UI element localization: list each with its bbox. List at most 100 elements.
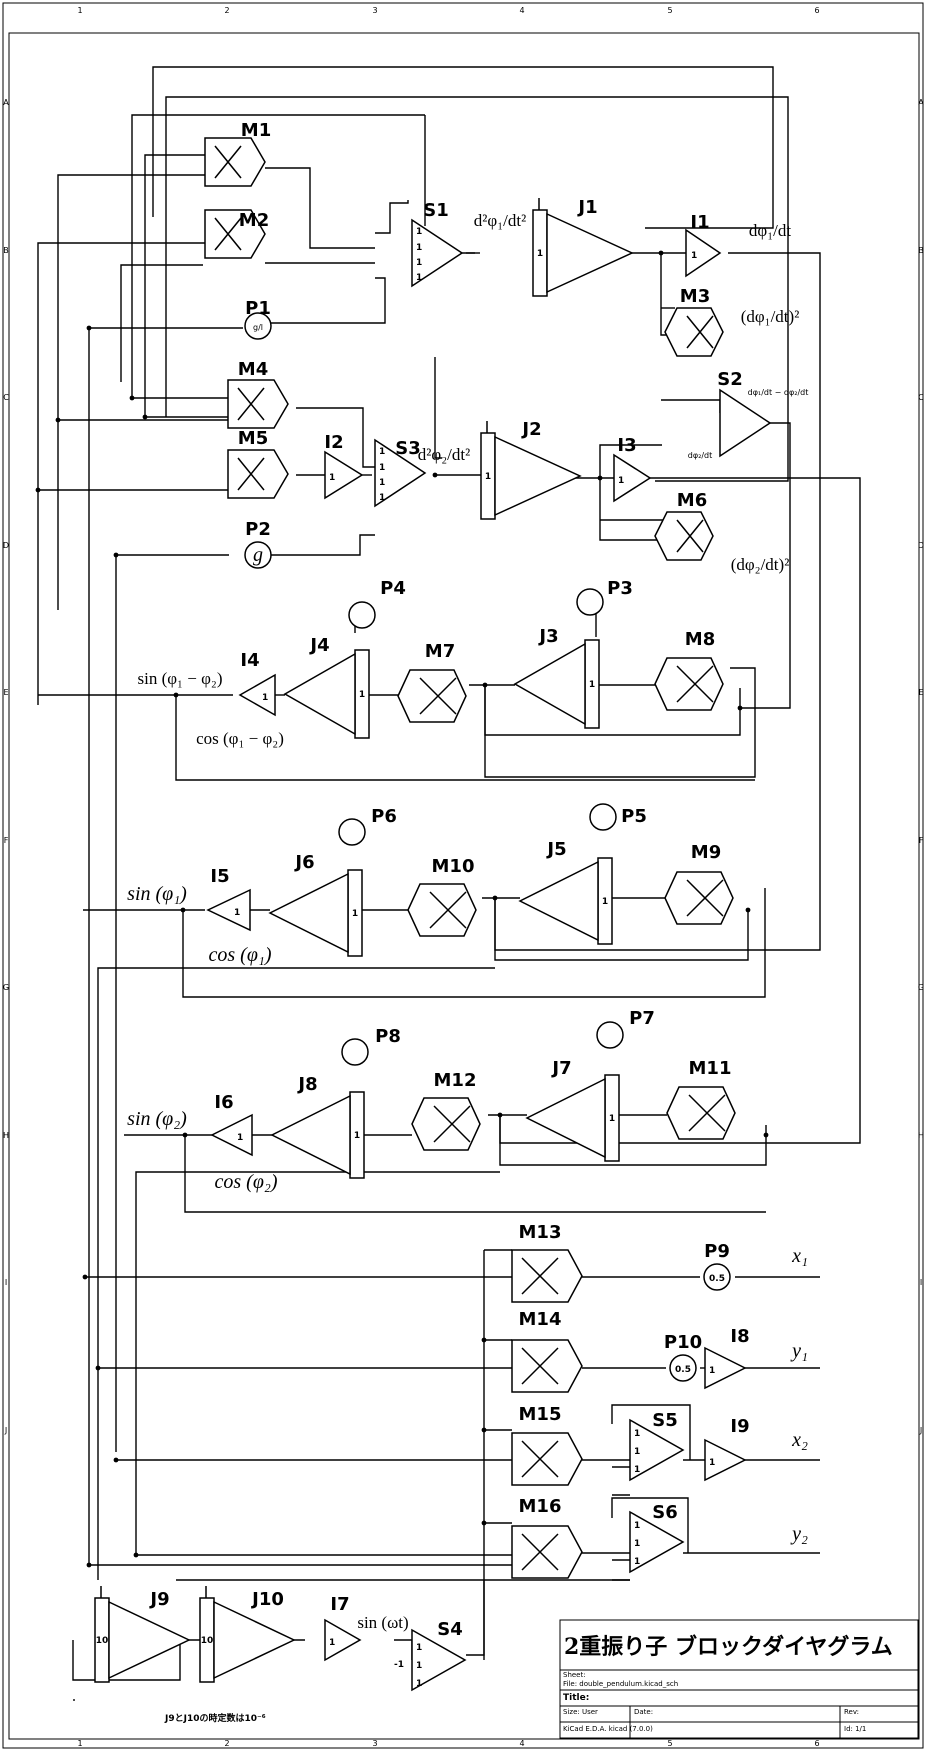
P1-value: g/l xyxy=(253,323,263,332)
frame-row-label: B xyxy=(3,246,9,255)
junction-dot xyxy=(82,1274,88,1280)
junction-dot xyxy=(55,417,61,423)
summer-body xyxy=(411,1628,467,1692)
junction-dot xyxy=(497,1112,503,1118)
wire xyxy=(182,888,766,998)
multiplier-M3 xyxy=(664,307,724,357)
multiplier-body xyxy=(654,657,724,711)
inverter-body xyxy=(613,453,652,503)
multiplier-M5 xyxy=(227,449,289,499)
multiplier-body xyxy=(227,449,289,499)
label-J8: J8 xyxy=(296,1074,317,1095)
junction-dot xyxy=(86,325,92,331)
multiplier-M9 xyxy=(664,871,734,925)
summer-pin: 1 xyxy=(634,1465,640,1475)
frame-col-label: 1 xyxy=(77,6,82,15)
frame-row-label: A xyxy=(918,98,924,107)
multiplier-M8 xyxy=(654,657,724,711)
integrator-body xyxy=(546,212,634,294)
multiplier-body xyxy=(511,1525,583,1579)
multiplier-cross xyxy=(688,1094,726,1132)
wire xyxy=(611,1404,691,1460)
potentiometer-P4 xyxy=(348,601,376,629)
inverter-body xyxy=(704,1346,747,1390)
junction-dot xyxy=(173,692,179,698)
frame-col-label: 2 xyxy=(224,1739,229,1748)
inverter-I4 xyxy=(238,673,276,717)
label-M12: M12 xyxy=(434,1070,477,1091)
multiplier-M6 xyxy=(654,511,714,561)
multiplier-body xyxy=(511,1432,583,1486)
frame-row-label: J xyxy=(4,1426,7,1435)
inverter-I6 xyxy=(210,1113,253,1157)
label-P4: P4 xyxy=(380,578,406,599)
junction-dot xyxy=(482,682,488,688)
multiplier-cross xyxy=(419,677,457,715)
potentiometer-P6 xyxy=(338,818,366,846)
multiplier-M2 xyxy=(204,209,266,259)
sig-sin-diff: sin (φ₁ − φ₂) xyxy=(138,669,223,688)
summer-S3 xyxy=(374,438,427,508)
label-M11: M11 xyxy=(689,1058,732,1079)
summer-pin: 1 xyxy=(379,478,385,488)
tb-rev: Rev: xyxy=(844,1708,859,1716)
sig-dphi-diff: dφ₁/dt − dφ₂/dt xyxy=(748,388,809,397)
potentiometer-P9 xyxy=(703,1263,731,1291)
junction-dot xyxy=(182,1132,188,1138)
summer-body xyxy=(411,218,464,288)
frame-row-label: F xyxy=(4,836,9,845)
junction-dot xyxy=(745,907,751,913)
label-J1: J1 xyxy=(576,197,597,218)
multiplier-body xyxy=(204,137,266,187)
label-M10: M10 xyxy=(432,856,475,877)
integrator-J1 xyxy=(532,198,634,297)
label-P7: P7 xyxy=(629,1008,655,1029)
frame-col-label: 6 xyxy=(814,1739,819,1748)
junction-dot xyxy=(129,395,135,401)
multiplier-M13 xyxy=(511,1249,583,1303)
frame-row-label: H xyxy=(3,1131,9,1140)
junction-dot xyxy=(481,1520,487,1526)
label-M6: M6 xyxy=(677,490,707,511)
multiplier-body xyxy=(666,1086,736,1140)
tb-sheet: Sheet: xyxy=(563,1671,586,1679)
wire xyxy=(466,1580,485,1656)
frame-row-label: I xyxy=(920,1278,922,1287)
wire xyxy=(97,967,495,1580)
label-I9: I9 xyxy=(730,1416,749,1437)
label-M5: M5 xyxy=(238,428,268,449)
wire xyxy=(394,1639,413,1660)
label-J6: J6 xyxy=(293,852,314,873)
summer-S4 xyxy=(411,1628,467,1692)
sig-cos1: cos (φ₁) xyxy=(209,944,272,966)
wire xyxy=(144,232,229,418)
wire xyxy=(37,242,211,705)
label-I8: I8 xyxy=(730,1326,749,1347)
wire xyxy=(175,695,755,781)
multiplier-body xyxy=(511,1249,583,1303)
wire xyxy=(494,810,821,951)
multiplier-body xyxy=(511,1339,583,1393)
label-M14: M14 xyxy=(519,1309,562,1330)
wire xyxy=(184,1135,766,1213)
label-S3: S3 xyxy=(395,438,421,459)
summer-pin: 1 xyxy=(379,447,385,457)
frame-col-label: 3 xyxy=(372,6,377,15)
integrator-body xyxy=(494,435,582,517)
frame-row-label: A xyxy=(3,98,9,107)
integrator-J9 xyxy=(94,1586,191,1683)
wire xyxy=(728,252,821,810)
integrator-body xyxy=(268,872,349,954)
frame-row-label: E xyxy=(3,688,8,697)
sig-d2phi1: d²φ₁/dt² xyxy=(474,211,526,230)
multiplier-M11 xyxy=(666,1086,736,1140)
label-J7: J7 xyxy=(550,1058,571,1079)
inverter-I5 xyxy=(206,888,251,932)
label-S5: S5 xyxy=(652,1410,678,1431)
potentiometer-P10 xyxy=(669,1354,697,1382)
junction-dot xyxy=(180,907,186,913)
wire xyxy=(245,277,386,324)
frame-row-label: D xyxy=(918,541,924,550)
